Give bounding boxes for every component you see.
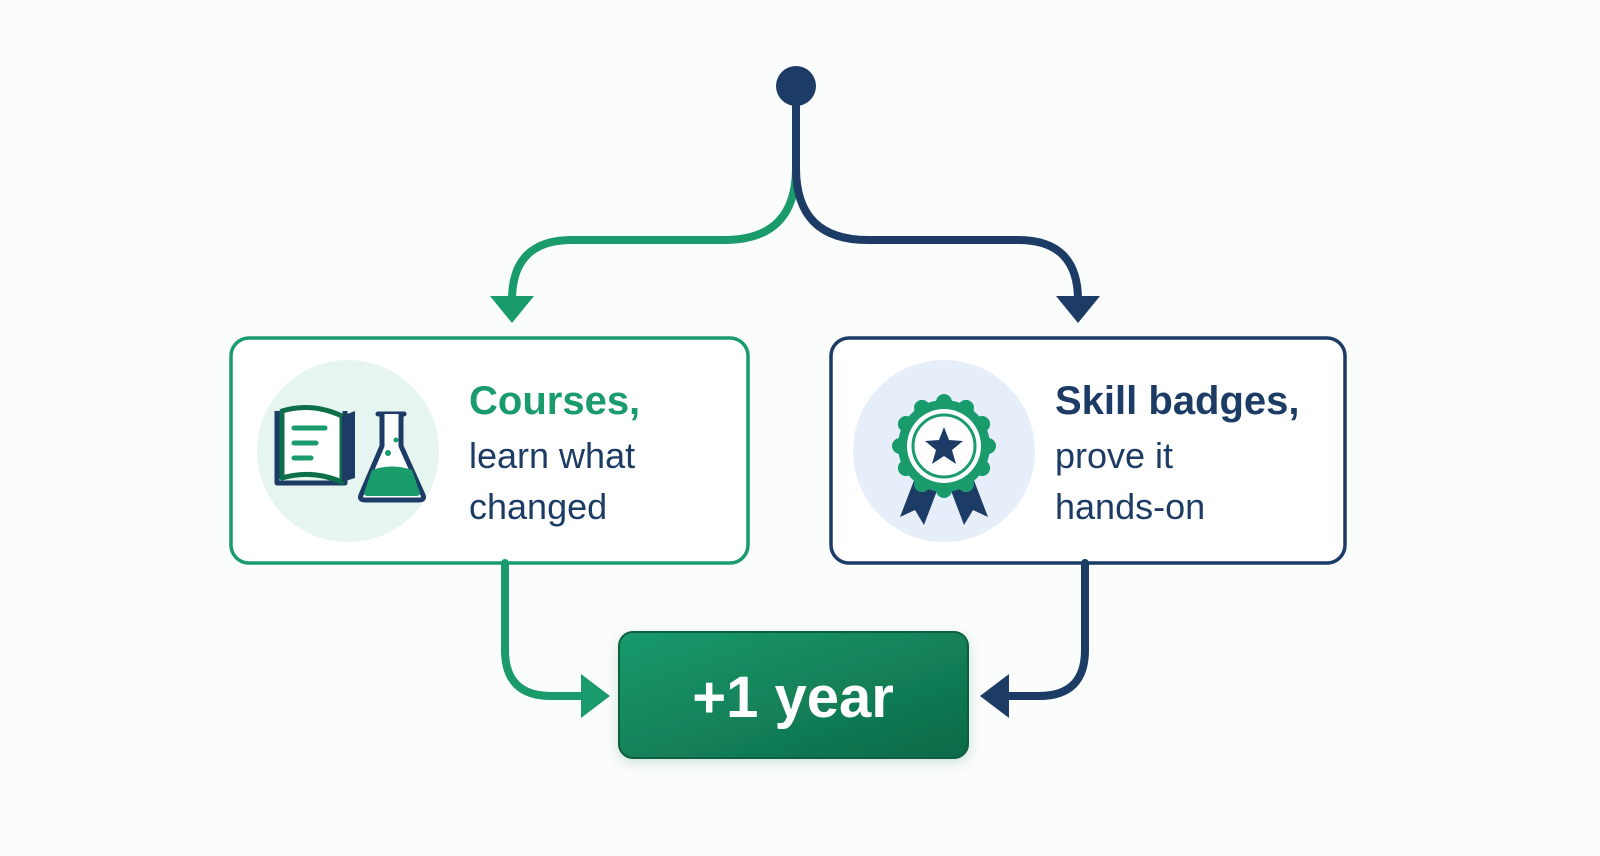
rosette-scallop	[980, 438, 996, 454]
rosette-scallop	[897, 460, 914, 476]
courses-card-line2: changed	[469, 486, 607, 527]
skill-badges-card: Skill badges, prove it hands-on	[829, 336, 1347, 565]
result-box-rect	[618, 631, 969, 759]
right-merge-arrowhead	[980, 674, 1009, 718]
book-and-flask-icon	[274, 404, 426, 503]
star-icon	[925, 427, 963, 464]
rosette-scallop	[892, 438, 908, 454]
rosette-scallop	[897, 416, 914, 432]
courses-card-title: Courses,	[469, 379, 640, 423]
start-node	[776, 66, 816, 106]
rosette-scallop	[914, 476, 930, 493]
result-label: +1 year	[692, 665, 894, 730]
rosette-scallop	[936, 482, 952, 498]
rosette-scallop	[936, 394, 952, 410]
courses-card-line1: learn what	[469, 435, 635, 476]
right-branch-arrowhead	[1056, 296, 1100, 323]
rosette-scallop	[958, 476, 974, 493]
flask-icon	[358, 411, 426, 503]
right-merge-connector	[996, 559, 1089, 700]
left-merge-arrowhead	[581, 674, 610, 718]
courses-card: Courses, learn what changed	[229, 336, 750, 565]
left-branch-connector	[508, 164, 800, 312]
rosette-scallop	[914, 399, 930, 416]
result-box: +1 year	[618, 631, 969, 759]
book-icon	[274, 404, 355, 486]
left-merge-connector	[501, 559, 594, 700]
rosette-scallop	[974, 460, 991, 476]
skill-badges-card-line2: hands-on	[1055, 486, 1205, 527]
rosette-scallop	[958, 399, 974, 416]
right-branch-connector	[792, 164, 1082, 312]
rosette-scallop	[974, 416, 991, 432]
skill-badges-card-title: Skill badges,	[1055, 379, 1300, 423]
skill-badges-card-line1: prove it	[1055, 435, 1173, 476]
left-branch-arrowhead	[490, 296, 534, 323]
award-badge-icon	[892, 394, 996, 525]
